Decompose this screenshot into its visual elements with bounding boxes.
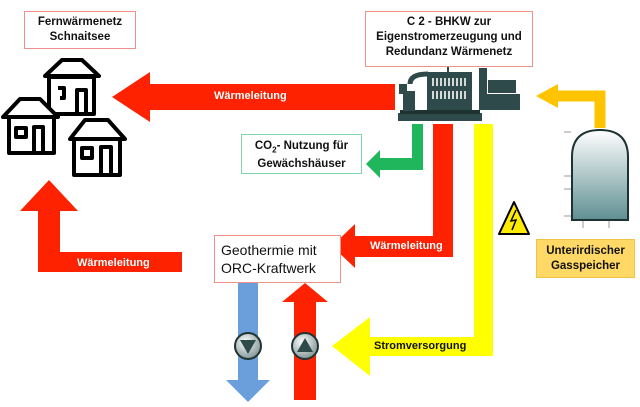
heat-to-network-label: Wärmeleitung xyxy=(214,90,287,102)
heat-arrow-geo-to-houses xyxy=(20,180,182,272)
gas-storage-line-1: Unterirdischer xyxy=(546,245,625,257)
district-heating-line-1: Fernwärmenetz xyxy=(37,16,123,28)
pump-up-icon xyxy=(291,332,319,360)
co2-line-1: CO2- Nutzung für xyxy=(242,139,361,157)
geothermal-line-1: Geothermie mit xyxy=(221,242,317,258)
heat-arrow-to-network xyxy=(112,72,395,122)
engine-icon xyxy=(398,64,520,121)
chp-line-2: Eigenstromerzeugung und xyxy=(376,31,522,43)
tank-icon xyxy=(564,128,629,228)
gas-supply-arrow xyxy=(536,84,606,128)
co2-usage-label: CO2- Nutzung für Gewächshäuser xyxy=(241,134,362,174)
district-heating-line-2: Schnaitsee xyxy=(49,31,111,43)
district-heating-label: Fernwärmenetz Schnaitsee xyxy=(24,11,136,49)
pump-down-icon xyxy=(234,332,262,360)
gas-storage-label: Unterirdischer Gasspeicher xyxy=(536,239,635,278)
power-supply-arrow xyxy=(332,124,493,376)
co2-prefix: CO xyxy=(254,140,273,152)
gas-storage-line-2: Gasspeicher xyxy=(550,260,621,272)
co2-rest: - Nutzung für xyxy=(276,140,349,152)
high-voltage-warning-icon xyxy=(498,201,530,235)
co2-line-2: Gewächshäuser xyxy=(257,158,346,171)
chp-line-1: C 2 - BHKW zur xyxy=(406,16,492,28)
geothermal-line-2: ORC-Kraftwerk xyxy=(221,260,316,276)
houses-icon xyxy=(1,58,127,177)
power-supply-label: Stromversorgung xyxy=(374,340,467,352)
heat-chp-to-geo-label: Wärmeleitung xyxy=(370,240,443,252)
co2-subscript: 2 xyxy=(272,145,277,155)
chp-line-3: Redundanz Wärmenetz xyxy=(385,46,513,58)
heat-arrow-chp-to-geo xyxy=(332,124,453,268)
geothermal-label: Geothermie mit ORC-Kraftwerk xyxy=(214,235,341,283)
co2-arrow xyxy=(366,124,423,178)
chp-label: C 2 - BHKW zur Eigenstromerzeugung und R… xyxy=(365,11,533,67)
heat-from-geo-label: Wärmeleitung xyxy=(77,257,150,269)
